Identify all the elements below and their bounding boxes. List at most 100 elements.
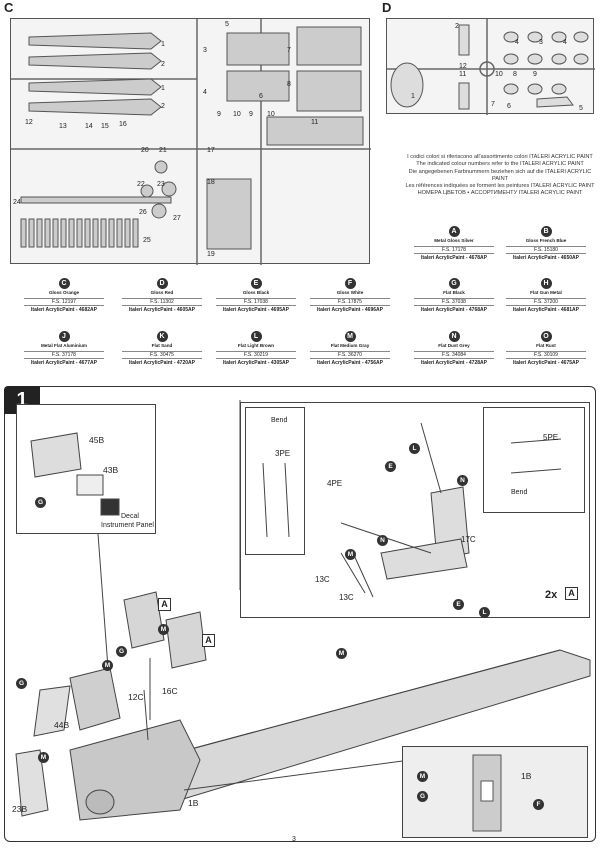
paint-name: Flat Light Brown bbox=[237, 343, 275, 348]
paint-badge-g: G bbox=[35, 497, 46, 508]
sprue-c-part: 4 bbox=[203, 89, 207, 96]
part-17c: 17C bbox=[461, 535, 476, 544]
decal-label-2: Instrument Panel bbox=[101, 522, 154, 529]
subassembly-ref-a: A bbox=[202, 634, 215, 647]
sprue-c-part: 5 bbox=[225, 21, 229, 28]
paint-name: Metal Gloss Silver bbox=[434, 238, 474, 243]
paint-fs: F.S. 34084 bbox=[414, 350, 494, 359]
callout-bend-3pe bbox=[245, 407, 305, 555]
sprue-c-part: 16 bbox=[119, 121, 127, 128]
note-fr: Les références indiquées se forment les … bbox=[405, 183, 595, 190]
paint-d: D Gloss Red F.S. 11302 Italeri AcrylicPa… bbox=[116, 278, 208, 314]
sprue-c-part: 21 bbox=[159, 147, 167, 154]
sprue-c-part: 9 bbox=[217, 111, 221, 118]
paint-acrylic: Italeri AcrylicPaint - 4768AP bbox=[421, 307, 487, 313]
paint-badge-g: G bbox=[417, 791, 428, 802]
sprue-c-part: 8 bbox=[287, 81, 291, 88]
sprue-c-drawing bbox=[11, 19, 371, 265]
paint-code: B bbox=[540, 226, 552, 237]
paint-acrylic: Italeri AcrylicPaint - 4305AP bbox=[223, 360, 289, 366]
sprue-d-part: 8 bbox=[513, 71, 517, 78]
sprue-c: 1 2 1 2 3 4 5 7 6 8 9 10 9 10 11 12 13 1… bbox=[10, 18, 371, 265]
decal-label-1: Decal bbox=[121, 513, 139, 520]
paint-acrylic: Italeri AcrylicPaint - 4605AP bbox=[129, 307, 195, 313]
sprue-c-part: 1 bbox=[161, 85, 165, 92]
sprue-c-part: 22 bbox=[137, 181, 145, 188]
sprue-d-part: 4 bbox=[515, 39, 519, 46]
paint-code: J bbox=[58, 331, 70, 342]
paint-fs: F.S. 30475 bbox=[122, 350, 202, 359]
paint-fs: F.S. 17178 bbox=[414, 245, 494, 254]
sprue-c-part: 20 bbox=[141, 147, 149, 154]
paint-acrylic: Italeri AcrylicPaint - 4728AP bbox=[421, 360, 487, 366]
paint-a: A Metal Gloss Silver F.S. 17178 Italeri … bbox=[408, 226, 500, 262]
part-5pe: 5PE bbox=[543, 433, 559, 442]
sprue-d: 2 1 4 3 4 12 11 10 8 9 7 6 5 bbox=[386, 18, 595, 115]
paint-fs: F.S. 37178 bbox=[24, 350, 104, 359]
sprue-d-part: 9 bbox=[533, 71, 537, 78]
sprue-c-part: 1 bbox=[161, 41, 165, 48]
sprue-d-part: 5 bbox=[579, 105, 583, 112]
paint-code: A bbox=[448, 226, 460, 237]
note-it: I codici colori si riferiscono all'assor… bbox=[407, 154, 593, 160]
paint-acrylic: Italeri AcrylicPaint - 4681AP bbox=[513, 307, 579, 313]
sprue-c-part: 10 bbox=[233, 111, 241, 118]
sprue-d-part: 1 bbox=[411, 93, 415, 100]
subassembly-ref-a: A bbox=[565, 587, 578, 600]
sprue-d-part: 2 bbox=[455, 23, 459, 30]
callout-seat-assembly: Bend 3PE 4PE L E N 17C N M 13C 13C E L 2… bbox=[240, 402, 590, 618]
sprue-c-part: 27 bbox=[173, 215, 181, 222]
paint-name: Gloss French Blue bbox=[525, 238, 567, 243]
paint-j: J Metal Flat Aluminium F.S. 37178 Italer… bbox=[18, 331, 110, 367]
sprue-d-label: D bbox=[382, 0, 392, 15]
note-de: Die angegebenen Farbnummern beziehen sic… bbox=[408, 168, 592, 182]
paint-notes: I codici colori si riferiscono all'assor… bbox=[402, 154, 598, 198]
paint-badge-g: G bbox=[116, 646, 127, 657]
paint-fs: F.S. 12197 bbox=[24, 297, 104, 306]
paint-badge-n: N bbox=[457, 475, 468, 486]
sprue-c-part: 13 bbox=[59, 123, 67, 130]
paint-acrylic: Italeri AcrylicPaint - 4756AP bbox=[317, 360, 383, 366]
sprue-d-part: 12 bbox=[459, 63, 467, 70]
paint-badge-m: M bbox=[38, 752, 49, 763]
sprue-d-part: 10 bbox=[495, 71, 503, 78]
paint-m: M Flat Medium Gray F.S. 36270 Italeri Ac… bbox=[304, 331, 396, 367]
quantity-label: 2x bbox=[545, 589, 558, 601]
sprue-c-label: C bbox=[4, 0, 14, 15]
sprue-d-part: 7 bbox=[491, 101, 495, 108]
paint-badge-n: N bbox=[377, 535, 388, 546]
paint-fs: F.S. 30219 bbox=[216, 350, 296, 359]
bend-label: Bend bbox=[511, 489, 528, 496]
paint-o: O Flat Rust F.S. 30109 Italeri AcrylicPa… bbox=[500, 331, 592, 367]
part-1b: 1B bbox=[521, 771, 532, 781]
paint-acrylic: Italeri AcrylicPaint - 4695AP bbox=[223, 307, 289, 313]
sprue-d-part: 11 bbox=[459, 71, 467, 78]
paint-badge-f: F bbox=[533, 799, 544, 810]
bend-label: Bend bbox=[271, 417, 288, 424]
paint-badge-m: M bbox=[158, 624, 169, 635]
paint-badge-e: E bbox=[453, 599, 464, 610]
paint-code: F bbox=[344, 278, 356, 289]
sprue-c-part: 7 bbox=[287, 47, 291, 54]
part-23b: 23B bbox=[12, 804, 28, 814]
paint-name: Gloss Orange bbox=[48, 290, 80, 295]
sprue-c-part: 23 bbox=[157, 181, 165, 188]
part-12c: 12C bbox=[128, 692, 144, 702]
part-1b: 1B bbox=[188, 798, 199, 808]
paint-g: G Flat Black F.S. 37038 Italeri AcrylicP… bbox=[408, 278, 500, 314]
paint-n: N Flat Dust Grey F.S. 34084 Italeri Acry… bbox=[408, 331, 500, 367]
paint-name: Flat Sand bbox=[151, 343, 173, 348]
paint-fs: F.S. 15180 bbox=[506, 245, 586, 254]
sprue-c-part: 19 bbox=[207, 251, 215, 258]
paint-fs: F.S. 37038 bbox=[414, 297, 494, 306]
sprue-c-part: 12 bbox=[25, 119, 33, 126]
paint-code: D bbox=[156, 278, 168, 289]
paint-e: E Gloss Black F.S. 17038 Italeri Acrylic… bbox=[210, 278, 302, 314]
paint-name: Flat Dust Grey bbox=[438, 343, 470, 348]
sprue-c-part: 14 bbox=[85, 123, 93, 130]
paint-name: Metal Flat Aluminium bbox=[40, 343, 88, 348]
paint-badge-m: M bbox=[417, 771, 428, 782]
paint-fs: F.S. 11302 bbox=[122, 297, 202, 306]
sprue-c-part: 10 bbox=[267, 111, 275, 118]
instrument-panel-drawing bbox=[30, 432, 120, 516]
